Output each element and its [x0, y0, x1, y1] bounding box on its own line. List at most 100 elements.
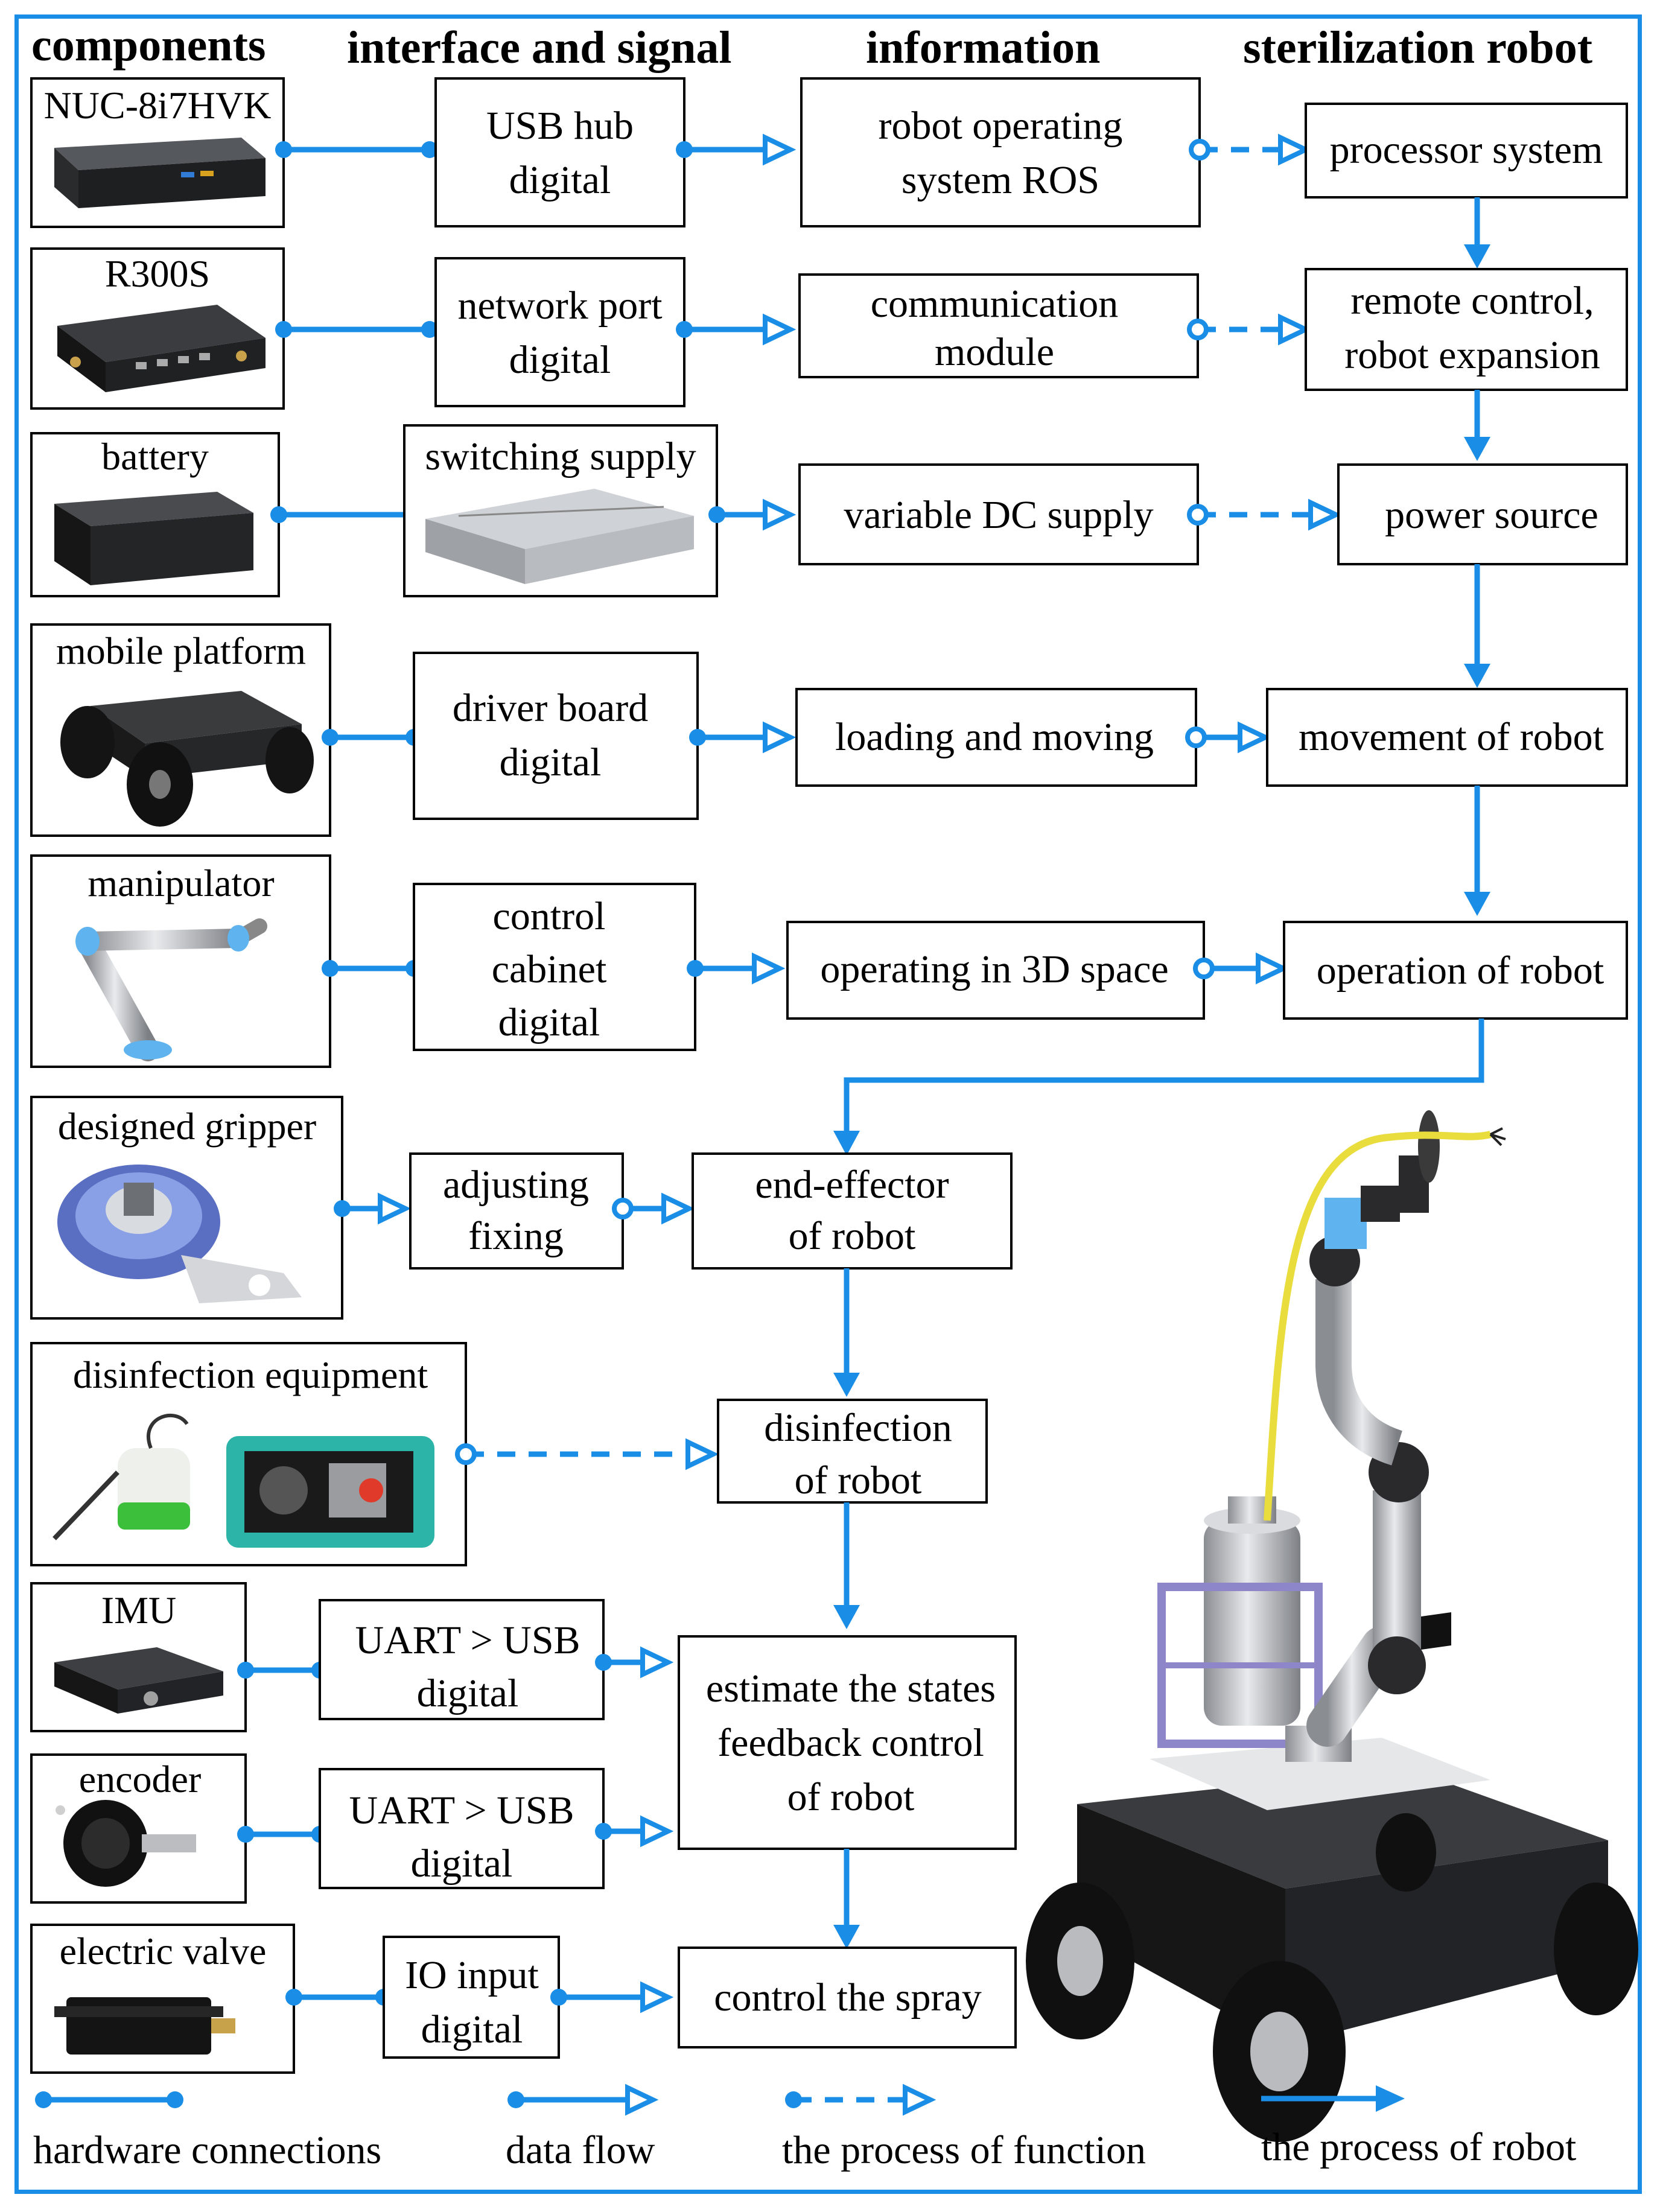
svg-text:robot operating: robot operating: [878, 104, 1122, 148]
svg-text:of robot: of robot: [795, 1458, 922, 1502]
diagram-frame: [14, 14, 1642, 2194]
interface-io-input: IO input digital: [383, 1936, 560, 2059]
svg-text:fixing: fixing: [468, 1214, 564, 1258]
valve-image: [54, 1997, 235, 2055]
interface-switching-supply: switching supply: [403, 424, 718, 597]
info-loading-and-moving: loading and moving: [795, 688, 1197, 787]
robot-operation: operation of robot: [1283, 921, 1628, 1020]
interface-control-cabinet: control cabinet digital: [413, 883, 696, 1051]
imu-image: [54, 1647, 223, 1714]
header-components: components: [31, 20, 266, 71]
svg-text:digital: digital: [509, 158, 611, 202]
component-mobile-platform: mobile platform: [30, 623, 331, 837]
svg-text:end-effector: end-effector: [755, 1163, 949, 1207]
svg-text:disinfection: disinfection: [764, 1406, 952, 1450]
gripper-image: [57, 1165, 302, 1303]
svg-text:processor system: processor system: [1330, 128, 1603, 172]
legend-process-of-robot: the process of robot: [1261, 2085, 1576, 2169]
svg-text:digital: digital: [417, 1671, 519, 1715]
interface-driver-board: driver board digital: [413, 652, 699, 820]
pump-image: [226, 1436, 434, 1548]
mini-pc-image: [54, 138, 266, 208]
svg-text:variable DC supply: variable DC supply: [844, 493, 1153, 537]
info-estimate-states: estimate the states feedback control of …: [678, 1635, 1017, 1850]
svg-text:USB hub: USB hub: [486, 104, 634, 148]
svg-text:electric valve: electric valve: [60, 1930, 267, 1972]
robot-processor-system: processor system: [1305, 103, 1628, 199]
svg-text:power source: power source: [1385, 493, 1598, 537]
legend-data-flow: data flow: [506, 2083, 659, 2172]
svg-text:mobile platform: mobile platform: [56, 629, 306, 672]
interface-network-port: network port digital: [434, 257, 685, 407]
header-information: information: [866, 22, 1100, 73]
svg-text:digital: digital: [421, 2007, 523, 2052]
info-disinfection-of-robot: disinfection of robot: [717, 1399, 988, 1504]
svg-text:UART > USB: UART > USB: [355, 1618, 580, 1662]
info-variable-dc-supply: variable DC supply: [798, 463, 1199, 565]
svg-text:cabinet: cabinet: [492, 947, 607, 991]
svg-text:movement of robot: movement of robot: [1299, 715, 1604, 759]
svg-text:IMU: IMU: [101, 1589, 176, 1632]
encoder-image: [56, 1800, 196, 1887]
svg-text:hardware connections: hardware connections: [33, 2128, 381, 2172]
svg-text:of robot: of robot: [789, 1214, 916, 1258]
component-nuc-label: NUC-8i7HVK: [44, 84, 272, 127]
robot-power-source: power source: [1337, 463, 1628, 565]
svg-text:digital: digital: [498, 1000, 600, 1044]
svg-text:battery: battery: [101, 435, 209, 478]
legend: hardware connections data flow the proce…: [33, 2083, 1576, 2172]
svg-text:driver board: driver board: [453, 686, 648, 730]
svg-text:digital: digital: [509, 338, 611, 382]
svg-text:digital: digital: [500, 740, 602, 784]
svg-text:module: module: [935, 330, 1054, 374]
interface-adjusting-fixing: adjusting fixing: [409, 1152, 624, 1270]
interface-uart-encoder: UART > USB digital: [319, 1768, 605, 1889]
svg-text:digital: digital: [411, 1842, 513, 1886]
svg-text:UART > USB: UART > USB: [349, 1788, 574, 1832]
svg-text:switching supply: switching supply: [425, 434, 696, 478]
component-encoder: encoder: [30, 1753, 247, 1904]
svg-text:system ROS: system ROS: [902, 158, 1099, 202]
svg-text:control: control: [493, 894, 606, 938]
legend-hardware-connections: hardware connections: [33, 2091, 381, 2172]
svg-text:the process of robot: the process of robot: [1261, 2125, 1576, 2169]
svg-text:robot expansion: robot expansion: [1344, 333, 1600, 377]
svg-text:designed gripper: designed gripper: [58, 1105, 316, 1148]
manipulator-image: [75, 918, 267, 1061]
svg-text:operating in 3D space: operating in 3D space: [820, 947, 1168, 991]
component-disinfection-equipment: disinfection equipment: [30, 1342, 467, 1566]
info-operating-3d: operating in 3D space: [786, 921, 1205, 1020]
info-end-effector: end-effector of robot: [692, 1152, 1013, 1270]
info-ros: robot operating system ROS: [800, 77, 1201, 227]
robot-movement: movement of robot: [1266, 688, 1628, 787]
component-battery: battery: [30, 432, 280, 597]
svg-text:control the spray: control the spray: [714, 1975, 982, 2020]
svg-text:of robot: of robot: [787, 1775, 915, 1819]
component-electric-valve: electric valve: [30, 1924, 295, 2074]
info-control-spray: control the spray: [678, 1947, 1017, 2048]
legend-process-of-function: the process of function: [782, 2083, 1146, 2172]
svg-text:data flow: data flow: [506, 2128, 655, 2172]
component-imu: IMU: [30, 1582, 247, 1732]
info-communication-module: communication module: [798, 273, 1199, 378]
svg-text:estimate the states: estimate the states: [706, 1667, 996, 1711]
svg-text:operation of robot: operation of robot: [1317, 949, 1604, 993]
component-nuc: NUC-8i7HVK: [30, 77, 285, 228]
svg-text:adjusting: adjusting: [443, 1163, 589, 1207]
svg-text:loading and moving: loading and moving: [835, 715, 1154, 759]
sprayer-image: [52, 1413, 190, 1540]
interface-uart-imu: UART > USB digital: [319, 1599, 605, 1720]
svg-text:disinfection equipment: disinfection equipment: [73, 1353, 428, 1396]
robot-remote-control: remote control, robot expansion: [1305, 268, 1628, 391]
router-image: [57, 305, 266, 392]
svg-text:manipulator: manipulator: [87, 862, 274, 904]
header-interface: interface and signal: [347, 22, 732, 73]
svg-text:remote control,: remote control,: [1350, 279, 1594, 323]
svg-text:encoder: encoder: [79, 1758, 202, 1800]
svg-text:feedback control: feedback control: [717, 1721, 984, 1765]
component-r300s: R300S: [30, 247, 285, 410]
interface-usb-hub: USB hub digital: [434, 77, 685, 227]
power-supply-image: [425, 489, 694, 584]
header-sterilization-robot: sterilization robot: [1243, 22, 1592, 73]
sterilization-robot-image: [1026, 1110, 1638, 2142]
